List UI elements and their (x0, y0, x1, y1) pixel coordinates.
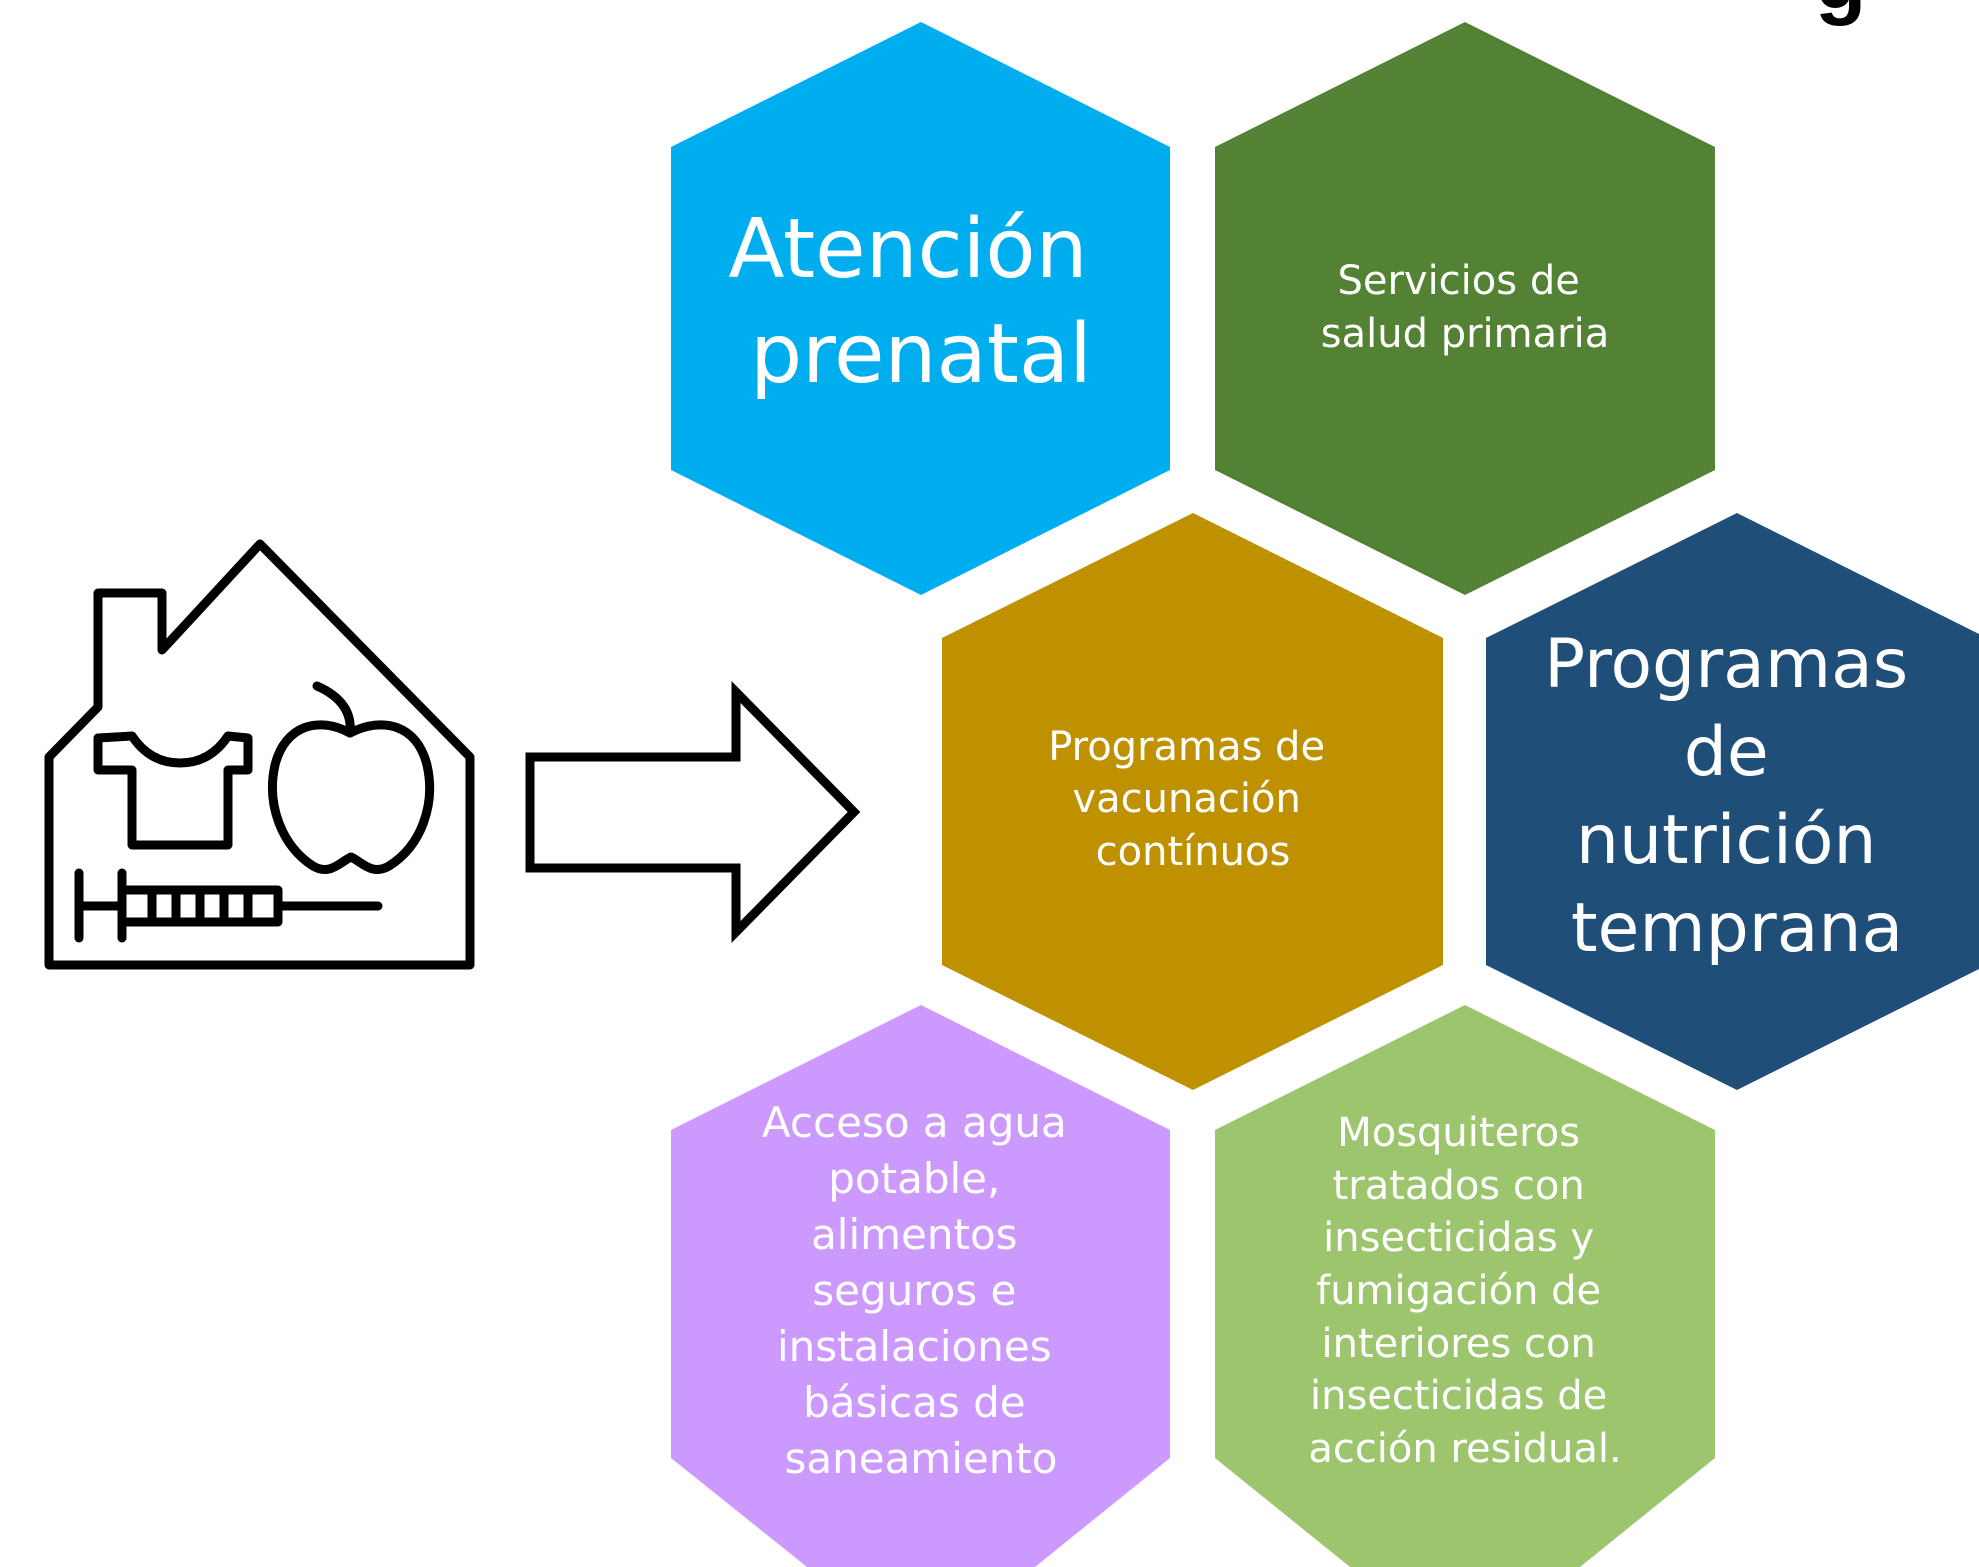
hexagon-acceso-agua-shape (671, 1005, 1170, 1567)
hexagon-programas-vacunacion-shape (942, 513, 1443, 1090)
house-outline-icon (44, 539, 475, 970)
hexagon-mosquiteros-label: Mosquiteros tratados con insecticidas y … (1308, 1110, 1621, 1472)
hexagon-mosquiteros: Mosquiteros tratados con insecticidas y … (1215, 1005, 1715, 1567)
hexagon-programas-vacunacion: Programas de vacunación contínuos (942, 513, 1443, 1090)
hexagon-atencion-prenatal-label: Atención prenatal (728, 202, 1113, 402)
hexagon-atencion-prenatal-shape (671, 22, 1170, 595)
hexagon-mosquiteros-shape (1215, 1005, 1715, 1567)
hexagon-atencion-prenatal: Atención prenatal (671, 22, 1170, 595)
corner-cutoff-text: g (1815, 0, 1866, 26)
tshirt-icon (93, 731, 253, 850)
hexagon-programas-nutricion-label: Programas de nutrición temprana (1544, 625, 1930, 968)
hexagon-programas-nutricion: Programas de nutrición temprana (1486, 513, 1979, 1090)
household-icon (44, 539, 475, 970)
apple-icon (268, 681, 435, 874)
hexagon-servicios-salud-primaria-label: Servicios de salud primaria (1321, 258, 1609, 357)
hexagon-programas-nutricion-shape (1486, 513, 1979, 1090)
hexagon-acceso-agua-label: Acceso a agua potable, alimentos seguros… (762, 1098, 1080, 1483)
hexagon-servicios-salud-primaria-shape (1215, 22, 1715, 595)
right-arrow-icon (525, 681, 861, 943)
syringe-icon (74, 868, 383, 943)
hexagon-servicios-salud-primaria: Servicios de salud primaria (1215, 22, 1715, 595)
hexagon-acceso-agua: Acceso a agua potable, alimentos seguros… (671, 1005, 1170, 1567)
hexagon-programas-vacunacion-label: Programas de vacunación contínuos (1048, 724, 1338, 875)
hexagon-grid: Atención prenatal Servicios de salud pri… (671, 22, 1979, 1567)
